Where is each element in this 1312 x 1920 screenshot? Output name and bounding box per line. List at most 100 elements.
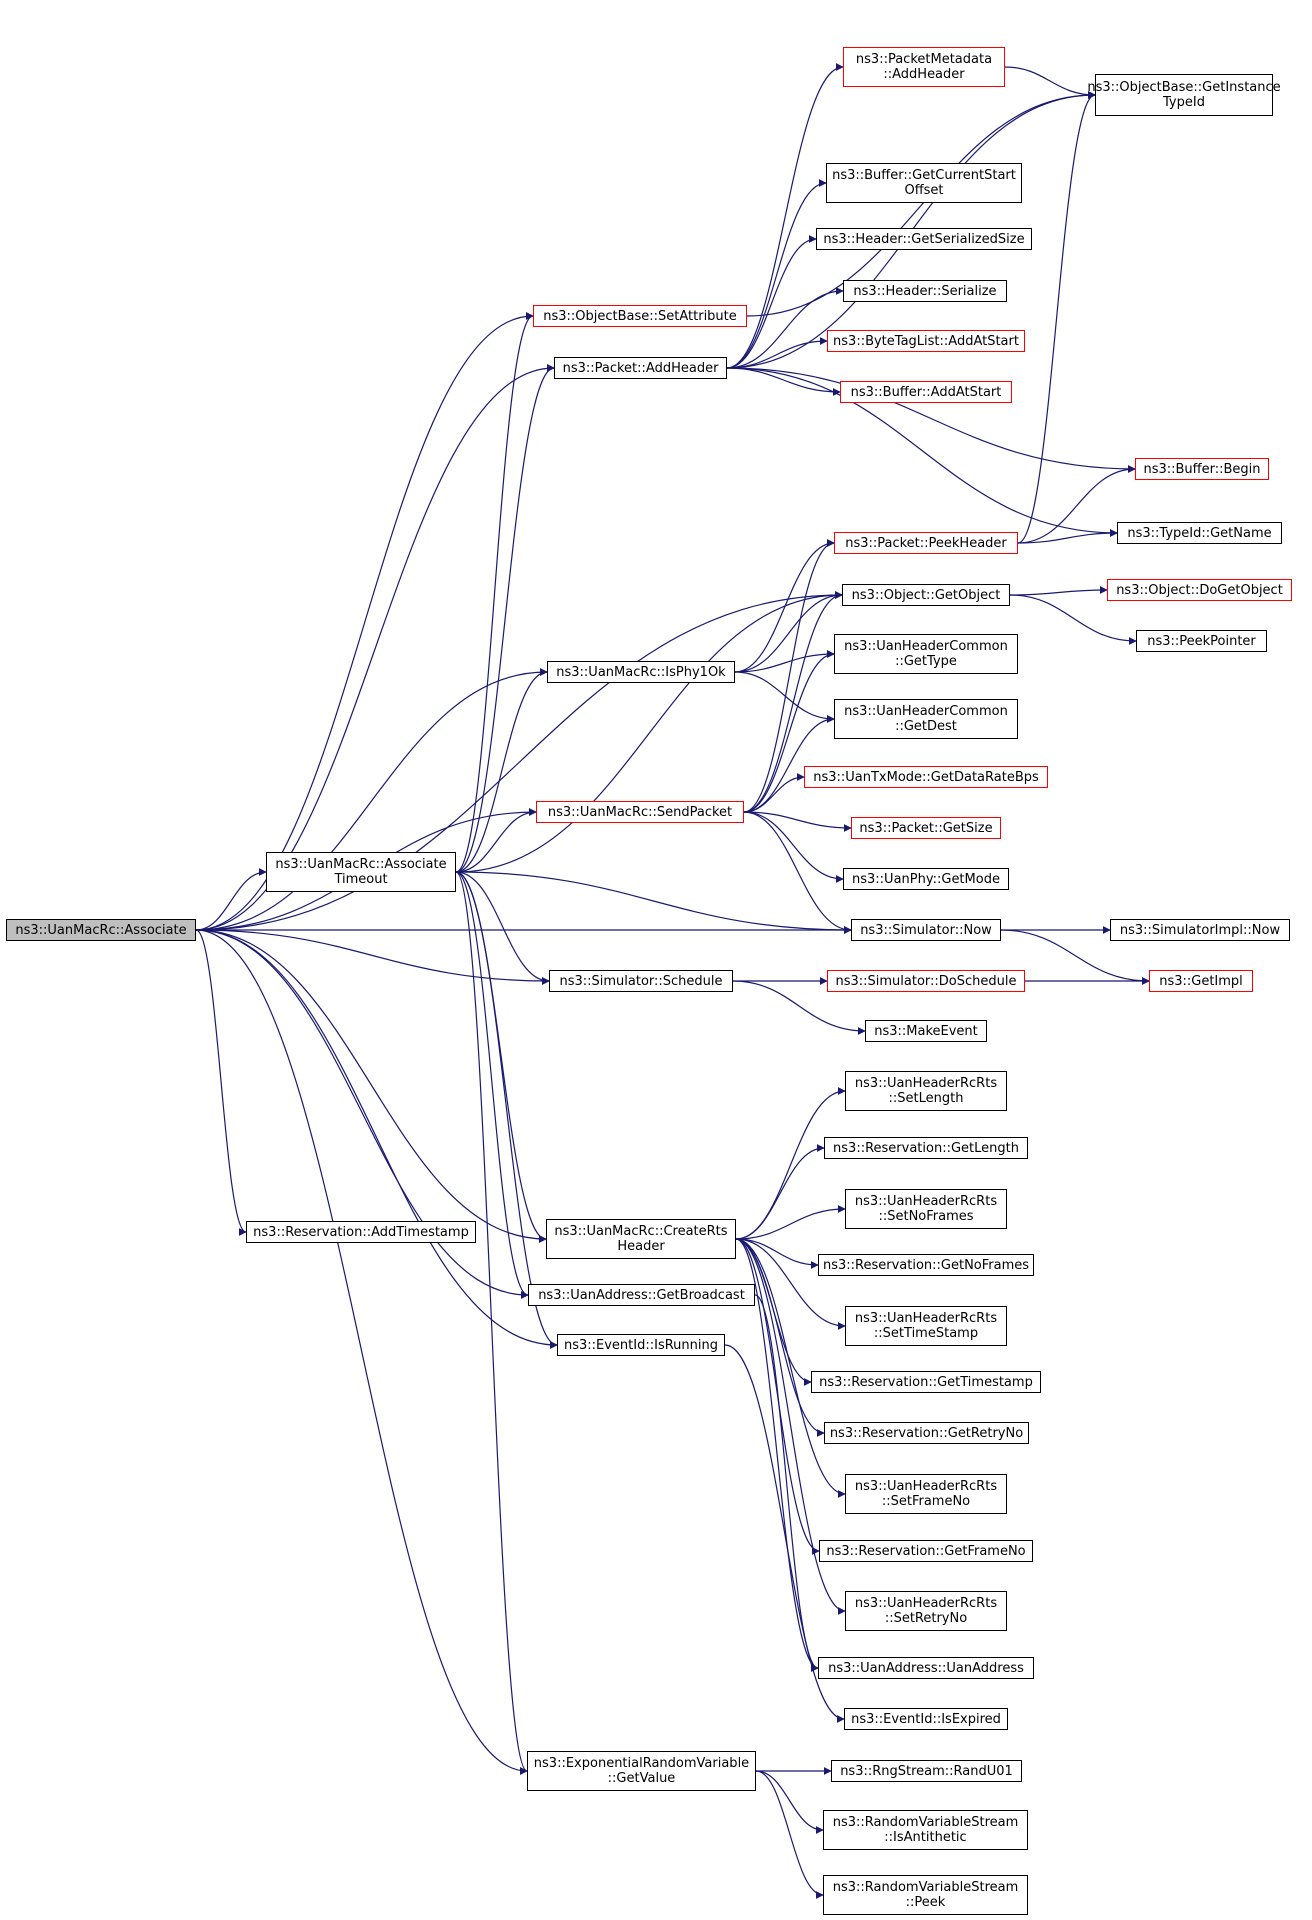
- node-header-get-serialized-size[interactable]: ns3::Header::GetSerializedSize: [816, 228, 1032, 250]
- node-sim-schedule[interactable]: ns3::Simulator::Schedule: [549, 970, 733, 992]
- node-label-line: ns3::Packet::PeekHeader: [845, 535, 1007, 551]
- node-get-object[interactable]: ns3::Object::GetObject: [842, 584, 1010, 606]
- node-label-line: ns3::ObjectBase::SetAttribute: [543, 308, 737, 324]
- node-label-line: ::IsAntithetic: [884, 1830, 967, 1845]
- node-rvs-peek[interactable]: ns3::RandomVariableStream::Peek: [823, 1875, 1028, 1915]
- node-eventid-is-expired[interactable]: ns3::EventId::IsExpired: [844, 1708, 1008, 1730]
- node-get-impl[interactable]: ns3::GetImpl: [1149, 970, 1253, 992]
- node-sim-do-schedule[interactable]: ns3::Simulator::DoSchedule: [827, 970, 1025, 992]
- node-sim-now[interactable]: ns3::Simulator::Now: [851, 919, 1001, 941]
- node-set-attribute[interactable]: ns3::ObjectBase::SetAttribute: [533, 305, 747, 327]
- node-label-line: ns3::Reservation::GetNoFrames: [822, 1257, 1030, 1273]
- node-label-line: ns3::Reservation::GetLength: [833, 1140, 1019, 1156]
- node-buffer-begin[interactable]: ns3::Buffer::Begin: [1135, 458, 1269, 480]
- node-label-line: ns3::UanTxMode::GetDataRateBps: [813, 769, 1039, 785]
- node-packet-add-header[interactable]: ns3::Packet::AddHeader: [554, 357, 727, 379]
- edge-associate_timeout-to-sim_schedule: [455, 871, 550, 985]
- node-make-event[interactable]: ns3::MakeEvent: [865, 1020, 987, 1042]
- node-label-line: ns3::UanHeaderCommon: [844, 704, 1008, 719]
- edge-send_packet-to-phy_get_mode: [743, 811, 844, 883]
- node-uan-address-ctor[interactable]: ns3::UanAddress::UanAddress: [818, 1657, 1034, 1679]
- node-label-line: ::SetTimeStamp: [873, 1326, 979, 1341]
- node-metadata-add-header[interactable]: ns3::PacketMetadata::AddHeader: [843, 47, 1005, 87]
- node-do-get-object[interactable]: ns3::Object::DoGetObject: [1107, 579, 1292, 601]
- node-label-line: ns3::UanHeaderRcRts: [854, 1194, 998, 1209]
- node-label-line: ns3::PeekPointer: [1147, 633, 1256, 649]
- node-label-line: ns3::UanHeaderCommon: [844, 639, 1008, 654]
- node-res-get-timestamp[interactable]: ns3::Reservation::GetTimestamp: [811, 1371, 1041, 1393]
- edge-packet_add_header-to-header_serialize: [726, 287, 844, 369]
- edge-associate-to-set_attribute: [195, 312, 534, 931]
- node-res-get-length[interactable]: ns3::Reservation::GetLength: [824, 1137, 1028, 1159]
- node-label-line: ns3::ByteTagList::AddAtStart: [833, 333, 1019, 349]
- node-res-get-no-frames[interactable]: ns3::Reservation::GetNoFrames: [818, 1254, 1034, 1276]
- node-label-line: ns3::EventId::IsExpired: [851, 1711, 1001, 1727]
- node-exp-get-value[interactable]: ns3::ExponentialRandomVariable::GetValue: [527, 1751, 756, 1791]
- node-peek-pointer[interactable]: ns3::PeekPointer: [1136, 630, 1267, 652]
- edge-associate-to-sim_schedule: [195, 929, 550, 985]
- node-buffer-add-at-start[interactable]: ns3::Buffer::AddAtStart: [840, 381, 1012, 403]
- node-common-get-type[interactable]: ns3::UanHeaderCommon::GetType: [834, 634, 1018, 674]
- node-eventid-is-running[interactable]: ns3::EventId::IsRunning: [557, 1334, 725, 1356]
- edge-get_object-to-do_get_object: [1009, 586, 1108, 596]
- node-associate: ns3::UanMacRc::Associate: [6, 919, 196, 941]
- node-rts-set-retry-no[interactable]: ns3::UanHeaderRcRts::SetRetryNo: [845, 1591, 1007, 1631]
- node-label-line: ns3::UanAddress::GetBroadcast: [538, 1287, 745, 1303]
- node-rts-set-frame-no[interactable]: ns3::UanHeaderRcRts::SetFrameNo: [845, 1474, 1007, 1514]
- node-label-line: ns3::Buffer::GetCurrentStart: [832, 168, 1016, 183]
- node-label-line: ns3::UanMacRc::Associate: [275, 857, 447, 872]
- node-label-line: TypeId: [1163, 95, 1205, 110]
- node-rts-set-no-frames[interactable]: ns3::UanHeaderRcRts::SetNoFrames: [845, 1189, 1007, 1229]
- edge-associate_timeout-to-exp_get_value: [455, 871, 528, 1775]
- node-label-line: ::SetNoFrames: [878, 1209, 974, 1224]
- edge-packet_add_header-to-typeid_get_name: [726, 367, 1118, 537]
- edge-associate-to-get_broadcast: [195, 929, 529, 1299]
- edge-sim_schedule-to-make_event: [732, 980, 866, 1035]
- node-simulator-impl-now[interactable]: ns3::SimulatorImpl::Now: [1110, 919, 1290, 941]
- edge-eventid_is_running-to-eventid_is_expired: [724, 1344, 845, 1723]
- node-send-packet[interactable]: ns3::UanMacRc::SendPacket: [536, 801, 744, 823]
- edge-associate_timeout-to-eventid_is_running: [455, 871, 558, 1349]
- node-packet-get-size[interactable]: ns3::Packet::GetSize: [851, 817, 1001, 839]
- node-res-get-frame-no[interactable]: ns3::Reservation::GetFrameNo: [819, 1540, 1033, 1562]
- node-header-serialize[interactable]: ns3::Header::Serialize: [843, 280, 1007, 302]
- edge-set_attribute-to-get_instance_type_id: [746, 91, 1096, 317]
- node-label-line: ns3::Header::GetSerializedSize: [823, 231, 1025, 247]
- edge-associate-to-add_timestamp: [195, 929, 247, 1236]
- node-peek-header[interactable]: ns3::Packet::PeekHeader: [834, 532, 1018, 554]
- node-rts-set-time-stamp[interactable]: ns3::UanHeaderRcRts::SetTimeStamp: [845, 1306, 1007, 1346]
- node-bytetag-add-at-start[interactable]: ns3::ByteTagList::AddAtStart: [827, 330, 1025, 352]
- node-label-line: ns3::MakeEvent: [874, 1023, 978, 1039]
- edge-associate_timeout-to-set_attribute: [455, 312, 534, 873]
- node-label-line: ns3::UanMacRc::IsPhy1Ok: [556, 664, 726, 680]
- node-is-phy1ok[interactable]: ns3::UanMacRc::IsPhy1Ok: [547, 661, 735, 683]
- node-add-timestamp[interactable]: ns3::Reservation::AddTimestamp: [246, 1221, 476, 1243]
- node-label-line: Header: [617, 1239, 665, 1254]
- node-get-data-rate-bps[interactable]: ns3::UanTxMode::GetDataRateBps: [804, 766, 1048, 788]
- node-common-get-dest[interactable]: ns3::UanHeaderCommon::GetDest: [834, 699, 1018, 739]
- node-rts-set-length[interactable]: ns3::UanHeaderRcRts::SetLength: [845, 1071, 1007, 1111]
- edge-associate-to-associate_timeout: [195, 868, 267, 931]
- node-rvs-is-antithetic[interactable]: ns3::RandomVariableStream::IsAntithetic: [823, 1810, 1028, 1850]
- node-label-line: ns3::UanPhy::GetMode: [852, 871, 1000, 887]
- edge-send_packet-to-packet_get_size: [743, 811, 852, 832]
- node-get-broadcast[interactable]: ns3::UanAddress::GetBroadcast: [528, 1284, 755, 1306]
- node-phy-get-mode[interactable]: ns3::UanPhy::GetMode: [843, 868, 1009, 890]
- node-label-line: ns3::Buffer::AddAtStart: [850, 384, 1002, 400]
- node-label-line: ::Peek: [905, 1895, 946, 1910]
- edge-metadata_add_header-to-get_instance_type_id: [1004, 66, 1096, 99]
- edge-associate_timeout-to-get_broadcast: [455, 871, 529, 1299]
- node-label-line: ::SetFrameNo: [881, 1494, 971, 1509]
- node-label-line: ns3::Simulator::Schedule: [559, 973, 723, 989]
- edge-create_rts_header-to-res_get_retry_no: [735, 1238, 825, 1437]
- node-label-line: ::AddHeader: [883, 67, 965, 82]
- node-res-get-retry-no[interactable]: ns3::Reservation::GetRetryNo: [824, 1422, 1029, 1444]
- node-typeid-get-name[interactable]: ns3::TypeId::GetName: [1117, 522, 1282, 544]
- node-rng-rand-u01[interactable]: ns3::RngStream::RandU01: [831, 1760, 1022, 1782]
- edge-create_rts_header-to-rts_set_frame_no: [735, 1238, 846, 1498]
- edge-exp_get_value-to-rvs_is_antithetic: [755, 1770, 824, 1834]
